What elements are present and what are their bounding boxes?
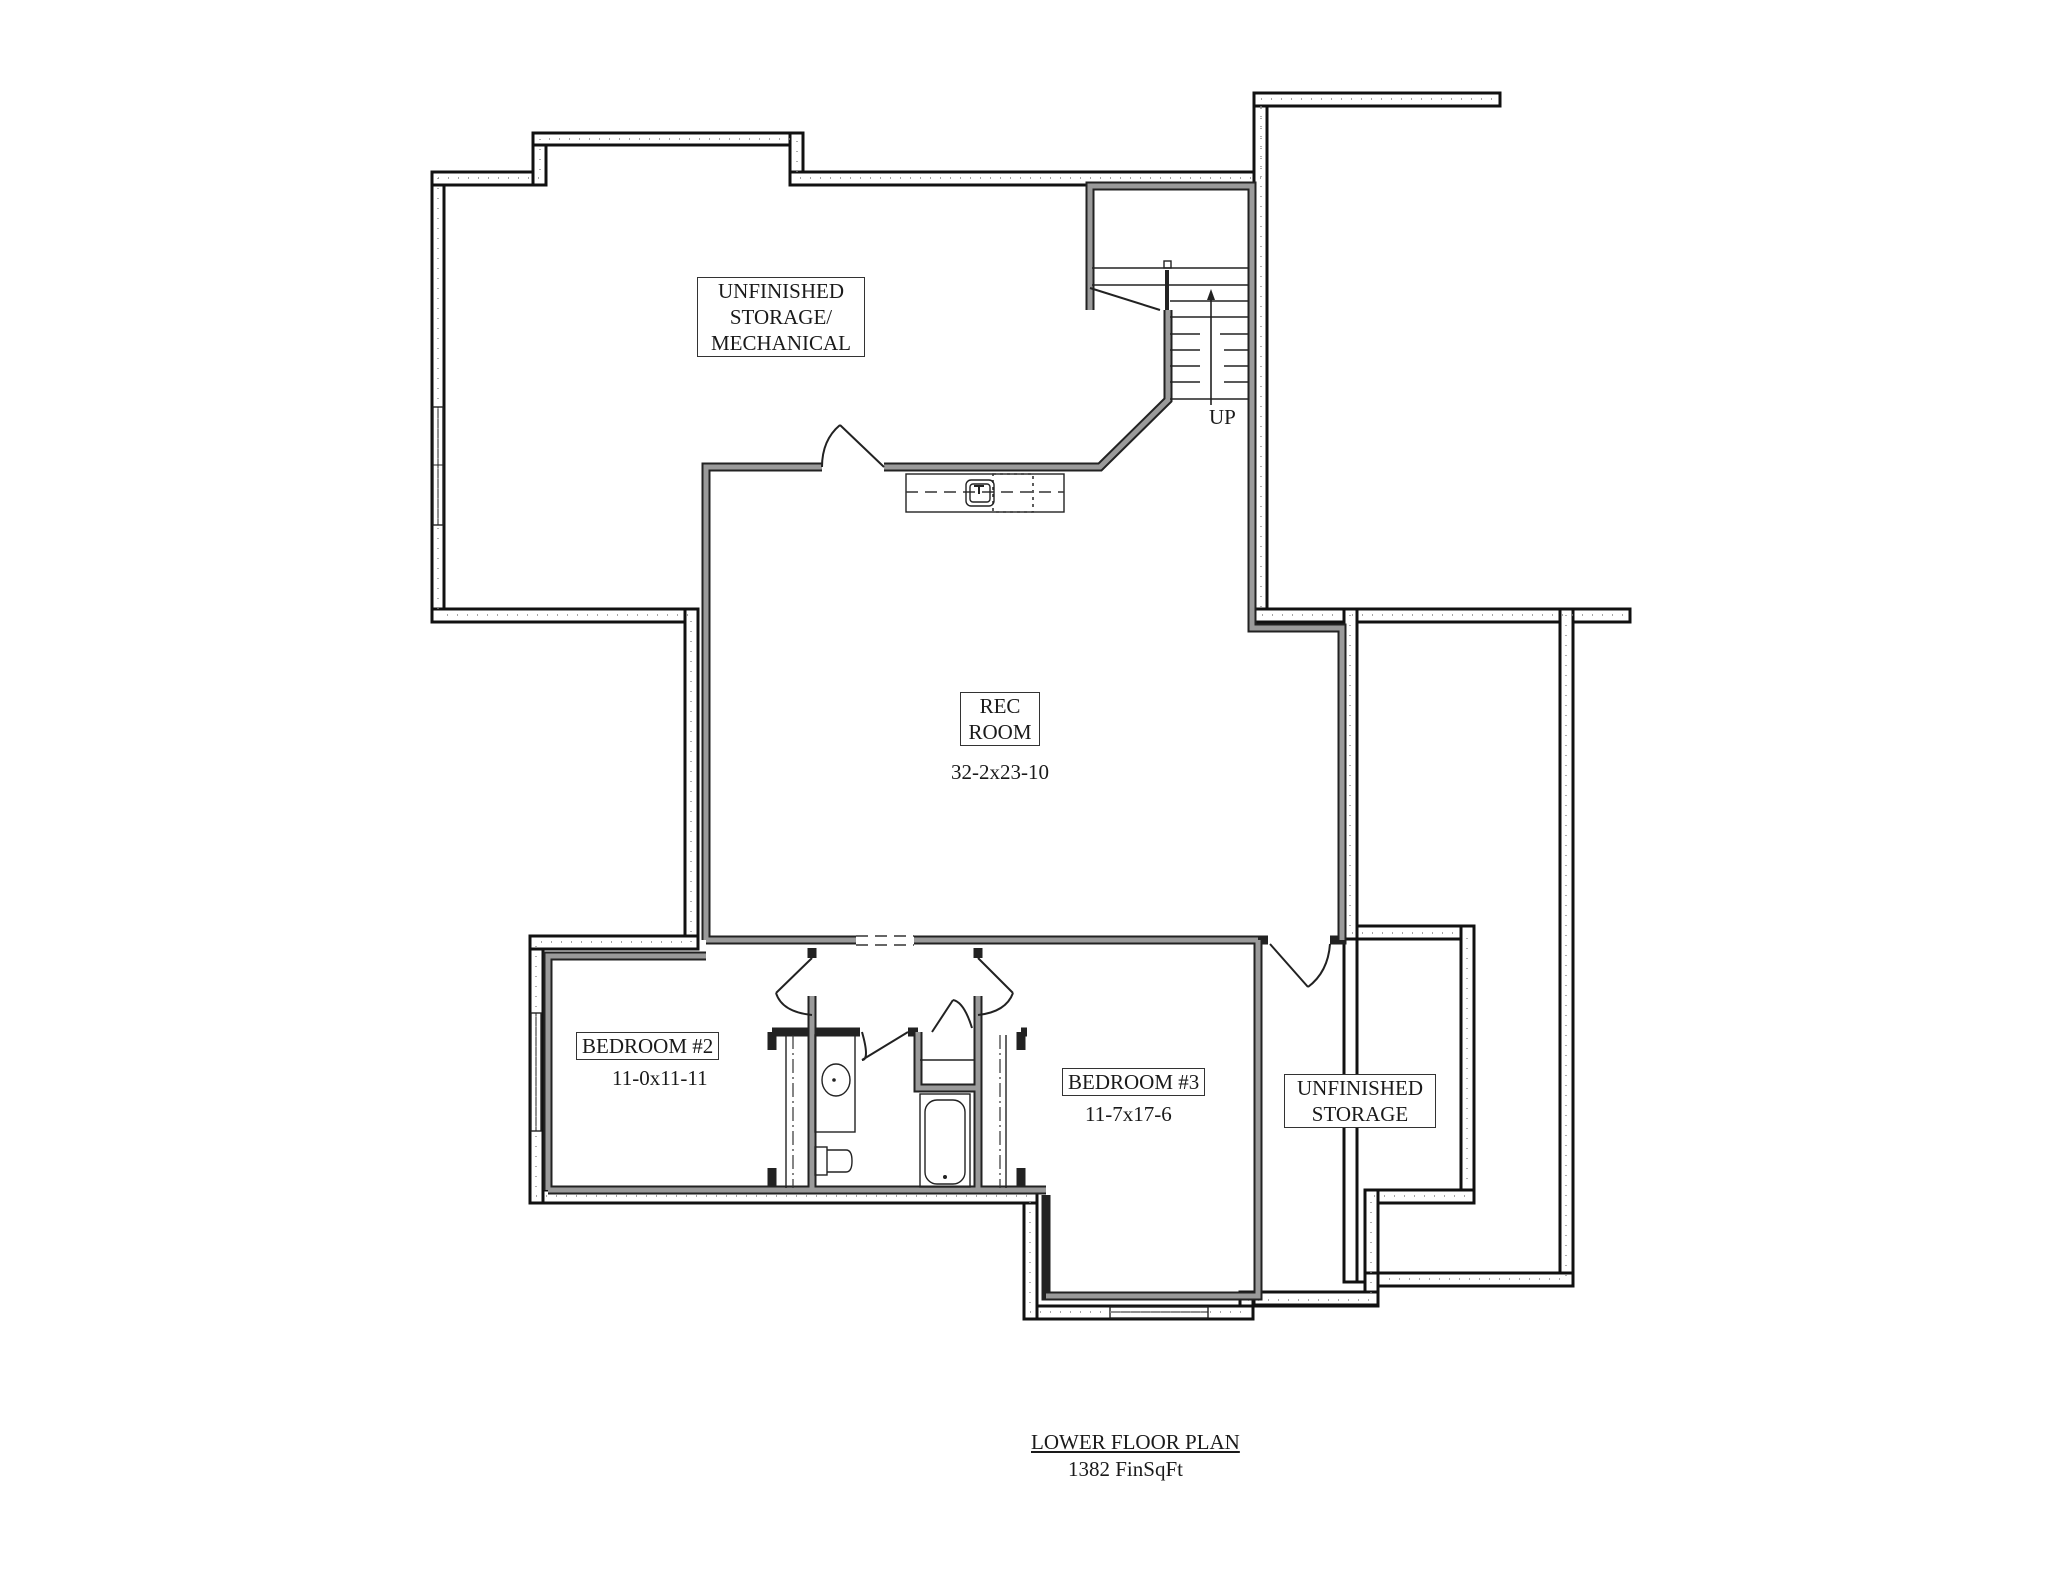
water-heater-icon bbox=[965, 479, 995, 507]
bedroom3-name: BEDROOM #3 bbox=[1068, 1070, 1200, 1094]
vanity bbox=[814, 1034, 856, 1133]
storage-line2: STORAGE bbox=[1311, 1102, 1409, 1126]
storage-mech-line1: UNFINISHED bbox=[718, 279, 844, 303]
room-label-unfinished-storage: UNFINISHED STORAGE bbox=[1284, 1074, 1436, 1128]
rec-room-line2: ROOM bbox=[968, 720, 1032, 744]
plan-title: LOWER FLOOR PLAN bbox=[1031, 1430, 1240, 1454]
room-label-bedroom3: BEDROOM #3 bbox=[1062, 1068, 1206, 1096]
toilet-icon bbox=[827, 1149, 853, 1173]
stairs-up-label: UP bbox=[1209, 405, 1236, 429]
bedroom2-dimensions: 11-0x11-11 bbox=[612, 1066, 708, 1090]
room-label-rec-room: REC ROOM bbox=[960, 692, 1040, 746]
fixtures bbox=[785, 473, 1065, 1188]
storage-line1: UNFINISHED bbox=[1297, 1076, 1423, 1100]
staircase bbox=[1089, 260, 1248, 405]
plan-finished-area: 1382 FinSqFt bbox=[1068, 1457, 1183, 1481]
bedroom3-dimensions: 11-7x17-6 bbox=[1085, 1102, 1172, 1126]
room-label-bedroom2: BEDROOM #2 bbox=[576, 1032, 720, 1060]
newel-post bbox=[1163, 260, 1172, 269]
interior-walls bbox=[543, 181, 1347, 1301]
bedroom2-name: BEDROOM #2 bbox=[582, 1034, 714, 1058]
rec-room-dimensions: 32-2x23-10 bbox=[951, 760, 1049, 784]
room-label-storage-mechanical: UNFINISHED STORAGE/ MECHANICAL bbox=[697, 277, 865, 357]
storage-mech-line3: MECHANICAL bbox=[711, 331, 851, 355]
bathtub bbox=[919, 1093, 971, 1188]
arrow-up-icon bbox=[1207, 289, 1215, 300]
sink-icon bbox=[821, 1063, 851, 1097]
storage-mech-line2: STORAGE/ bbox=[729, 305, 833, 329]
mechanical-unit bbox=[905, 473, 1065, 513]
toilet-tank bbox=[814, 1146, 828, 1176]
doors bbox=[775, 424, 1331, 1061]
rec-room-line1: REC bbox=[979, 694, 1021, 718]
